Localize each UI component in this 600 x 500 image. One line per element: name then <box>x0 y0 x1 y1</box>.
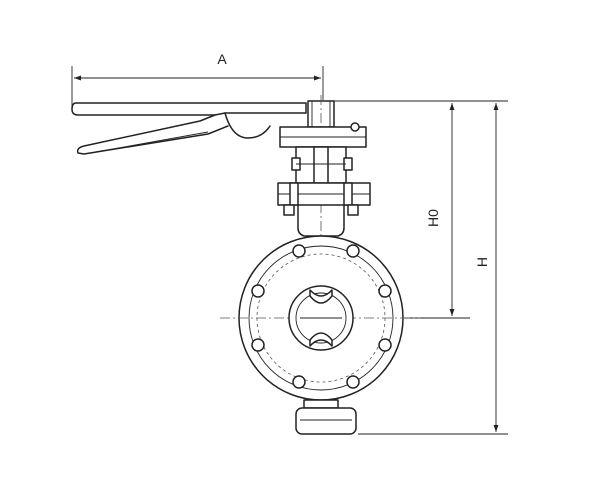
dimension-h: H <box>358 100 508 435</box>
top-bolt-right <box>350 122 360 132</box>
bolt-hole <box>378 338 392 352</box>
bottom-cap <box>295 399 357 435</box>
dimension-a-label: A <box>217 51 227 67</box>
flange-bolt-holes <box>251 244 392 389</box>
bolt-hole <box>251 338 265 352</box>
dimension-a: A <box>71 51 324 112</box>
bolt-hole <box>292 375 306 389</box>
lever-handle <box>71 102 307 155</box>
dimension-h0-label: H0 <box>425 209 441 227</box>
bolt-hole <box>346 244 360 258</box>
gland-assembly <box>291 146 353 184</box>
valve-disc <box>288 285 354 351</box>
top-plate <box>279 122 367 148</box>
valve-stem <box>307 95 335 236</box>
bonnet-flange <box>277 182 371 216</box>
bolt-hole <box>378 284 392 298</box>
bolt-hole <box>251 284 265 298</box>
bolt-hole <box>346 375 360 389</box>
dimension-h-label: H <box>474 257 490 267</box>
bolt-hole <box>292 244 306 258</box>
